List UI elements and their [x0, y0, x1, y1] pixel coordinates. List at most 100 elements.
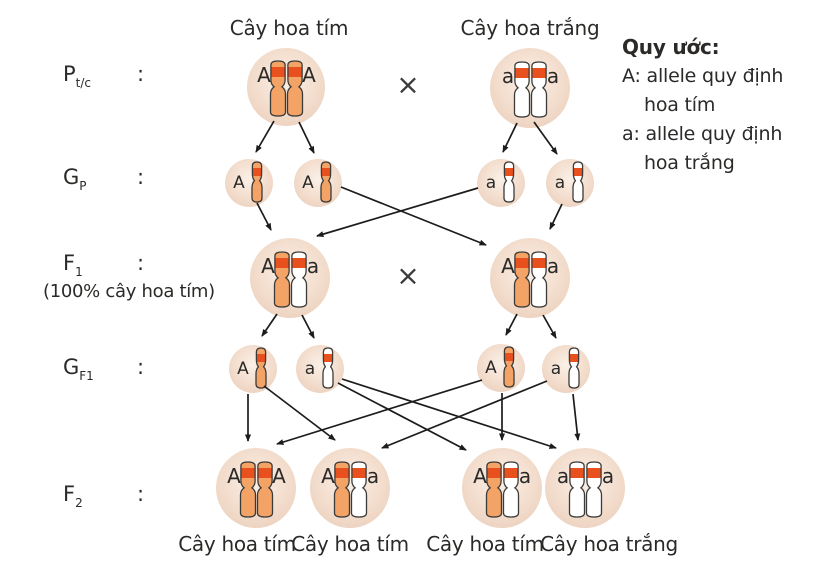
- allele-letter: a: [486, 173, 496, 193]
- generation-symbol: G: [63, 355, 80, 379]
- chromosome-a-icon: [568, 461, 586, 518]
- allele-letter: a: [307, 254, 319, 278]
- colon: :: [137, 62, 145, 86]
- inheritance-arrow: [341, 378, 557, 449]
- cell-gp-2: A: [294, 159, 342, 207]
- chromosome-a-icon: [350, 461, 368, 518]
- generation-symbol: P: [63, 62, 76, 86]
- colon: :: [137, 251, 145, 275]
- cross-symbol-f1: ×: [396, 259, 420, 292]
- inheritance-arrow: [505, 313, 518, 336]
- chromosome-A-icon: [320, 161, 332, 203]
- cell-gf1-2: a: [296, 345, 344, 393]
- chromosome-a-icon: [322, 347, 334, 389]
- generation-subscript: 1: [75, 265, 83, 279]
- f2-phenotype-label: Cây hoa tím: [178, 532, 296, 556]
- chromosome-A-icon: [273, 251, 291, 308]
- purple-plant-title: Cây hoa tím: [229, 16, 349, 40]
- inheritance-arrow: [276, 379, 483, 445]
- f2-phenotype-label: Cây hoa tím: [426, 532, 544, 556]
- cell-gp-3: a: [477, 159, 525, 207]
- allele-letter: A: [302, 173, 314, 193]
- generation-subscript: 2: [75, 496, 83, 510]
- chromosome-a-icon: [513, 61, 531, 118]
- row-label-f1: F1 :: [63, 251, 144, 279]
- inheritance-arrow: [337, 382, 467, 451]
- inheritance-arrow: [572, 393, 581, 441]
- allele-letter: A: [302, 63, 316, 87]
- generation-subscript: F1: [79, 369, 94, 383]
- inheritance-arrow: [255, 120, 275, 153]
- inheritance-arrow: [340, 186, 487, 246]
- chromosome-A-icon: [513, 251, 531, 308]
- inheritance-arrow: [533, 121, 558, 155]
- generation-symbol: F: [63, 482, 76, 506]
- f2-phenotype-label: Cây hoa tím: [291, 532, 409, 556]
- legend: Quy ước: A: allele quy định hoa tím a: a…: [622, 33, 822, 178]
- f2-phenotype-label: Cây hoa trắng: [540, 532, 678, 556]
- allele-letter: a: [547, 254, 559, 278]
- row-label-gf1: GF1 :: [63, 355, 144, 383]
- allele-letter: A: [261, 254, 275, 278]
- colon: :: [137, 165, 145, 189]
- row-label-gp: GP :: [63, 165, 144, 193]
- inheritance-arrow: [381, 380, 548, 449]
- allele-letter: A: [272, 464, 286, 488]
- f1-note: (100% cây hoa tím): [43, 281, 215, 302]
- chromosome-a-icon: [530, 251, 548, 308]
- row-label-f2: F2 :: [63, 482, 144, 510]
- cell-gf1-1: A: [229, 345, 277, 393]
- generation-symbol: F: [63, 251, 76, 275]
- chromosome-A-icon: [485, 461, 503, 518]
- inheritance-arrow: [256, 202, 272, 231]
- inheritance-arrow: [549, 203, 563, 230]
- chromosome-a-icon: [530, 61, 548, 118]
- allele-letter: a: [602, 464, 614, 488]
- allele-letter: A: [473, 464, 487, 488]
- allele-letter: A: [485, 358, 497, 378]
- chromosome-A-icon: [503, 346, 515, 388]
- legend-line: A: allele quy định: [622, 65, 784, 87]
- generation-subscript: P: [79, 179, 87, 193]
- inheritance-arrow: [316, 187, 479, 238]
- cell-gf1-4: a: [542, 345, 590, 393]
- generation-symbol: G: [63, 165, 80, 189]
- inheritance-arrow: [502, 122, 518, 153]
- inheritance-arrow: [301, 314, 315, 339]
- chromosome-A-icon: [333, 461, 351, 518]
- allele-letter: a: [305, 359, 315, 379]
- inheritance-arrow: [261, 313, 278, 337]
- colon: :: [137, 355, 145, 379]
- allele-letter: a: [555, 173, 565, 193]
- white-plant-title: Cây hoa trắng: [460, 16, 600, 40]
- allele-letter: a: [519, 464, 531, 488]
- allele-letter: A: [237, 359, 249, 379]
- row-label-p: Pt/c :: [63, 62, 144, 90]
- legend-line: hoa tím: [644, 94, 716, 116]
- allele-letter: A: [321, 464, 335, 488]
- cell-gp-4: a: [546, 159, 594, 207]
- allele-letter: a: [551, 359, 561, 379]
- generation-subscript: t/c: [75, 76, 92, 90]
- inheritance-arrow: [263, 385, 336, 441]
- chromosome-a-icon: [502, 461, 520, 518]
- cell-gf1-3: A: [477, 344, 525, 392]
- chromosome-a-icon: [572, 161, 584, 203]
- cell-gp-1: A: [225, 159, 273, 207]
- chromosome-A-icon: [239, 461, 257, 518]
- cross-symbol-p: ×: [396, 68, 420, 101]
- chromosome-A-icon: [251, 161, 263, 203]
- chromosome-a-icon: [585, 461, 603, 518]
- allele-letter: a: [502, 64, 514, 88]
- allele-letter: A: [257, 63, 271, 87]
